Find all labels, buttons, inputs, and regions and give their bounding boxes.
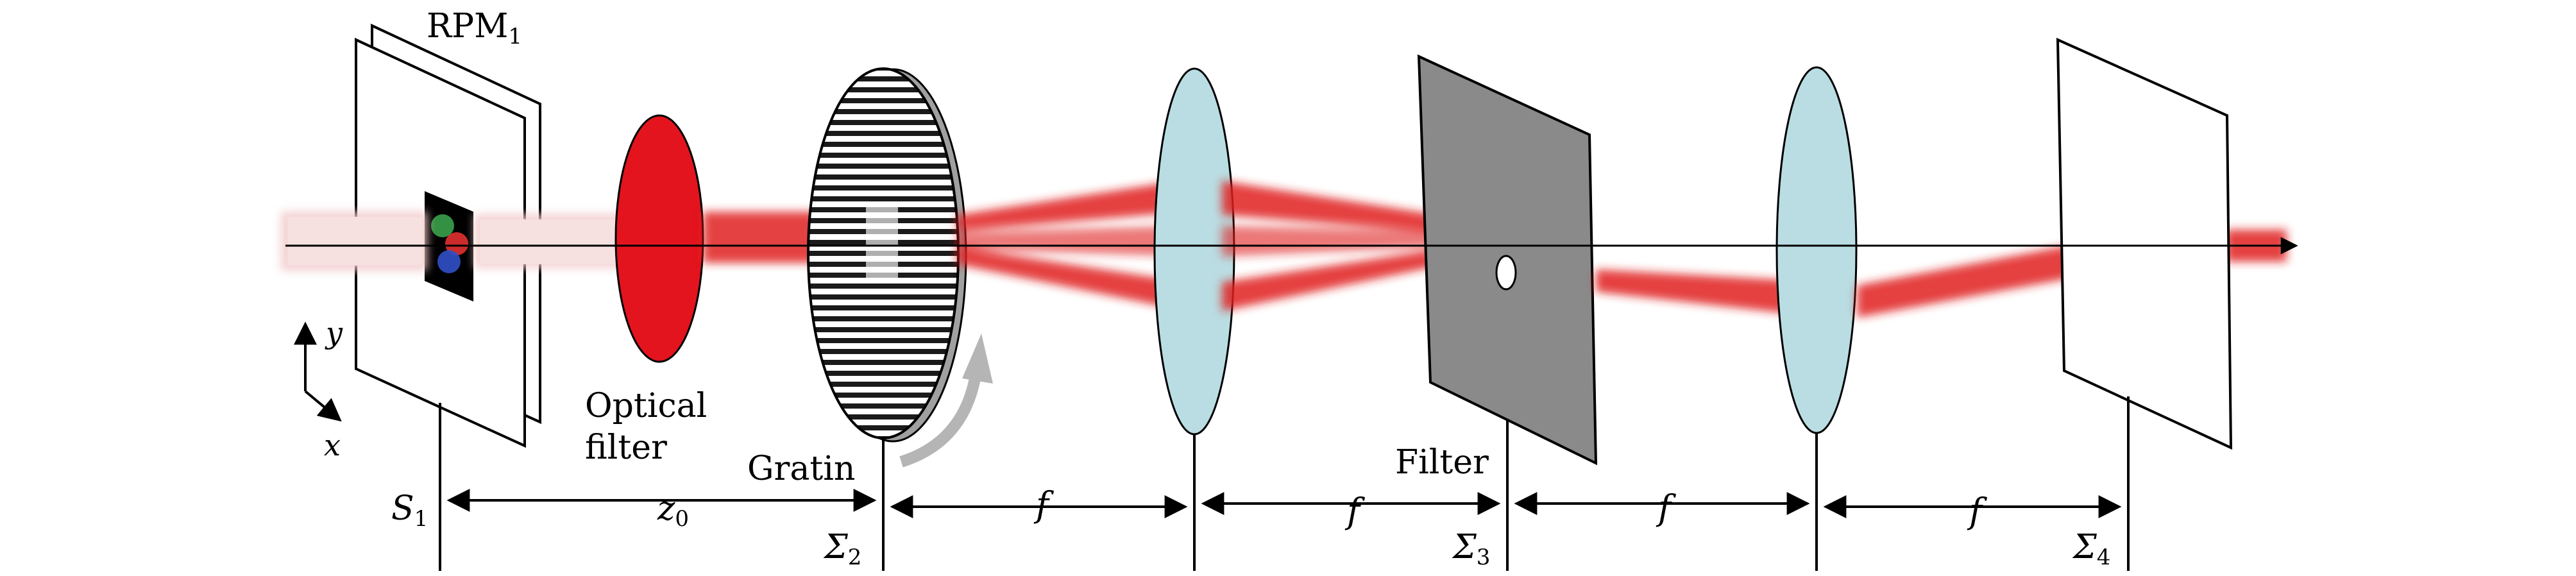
incoming-beam [281,212,654,271]
f-label-1: f [1033,484,1054,525]
axis-y-label: y [325,316,343,350]
optical-filter [614,114,704,363]
spatial-filter-plate [1417,54,1598,466]
sigma3-label: Σ3 [1452,528,1490,570]
plane-markers [439,396,2130,571]
output-plane [2056,37,2233,450]
axis-x-label: x [324,428,341,462]
dimension-arrows [446,489,2122,518]
beam-segment-2 [957,180,1187,311]
coordinate-axes [294,321,342,422]
filter-aperture [1495,255,1517,291]
rotation-arrow [899,377,981,468]
f-label-2: f [1344,491,1365,531]
z0-label: z0 [657,489,689,532]
optical-filter-label-1: Optical [585,387,707,425]
s1-label: S1 [391,489,428,532]
filter-label: Filter [1395,443,1489,482]
f-label-3: f [1656,487,1676,528]
sigma4-label: Σ4 [2072,528,2110,570]
lens-2 [1775,66,1858,434]
grating [807,67,967,443]
rotation-arrow-head [962,334,993,384]
f-label-4: f [1967,491,1987,531]
optical-filter-label-2: filter [585,428,667,467]
beam-segment-4 [1596,269,1825,318]
sigma2-label: Σ2 [823,528,861,570]
rpm-label: RPM1 [427,7,522,49]
grating-label: Gratin [747,450,855,488]
